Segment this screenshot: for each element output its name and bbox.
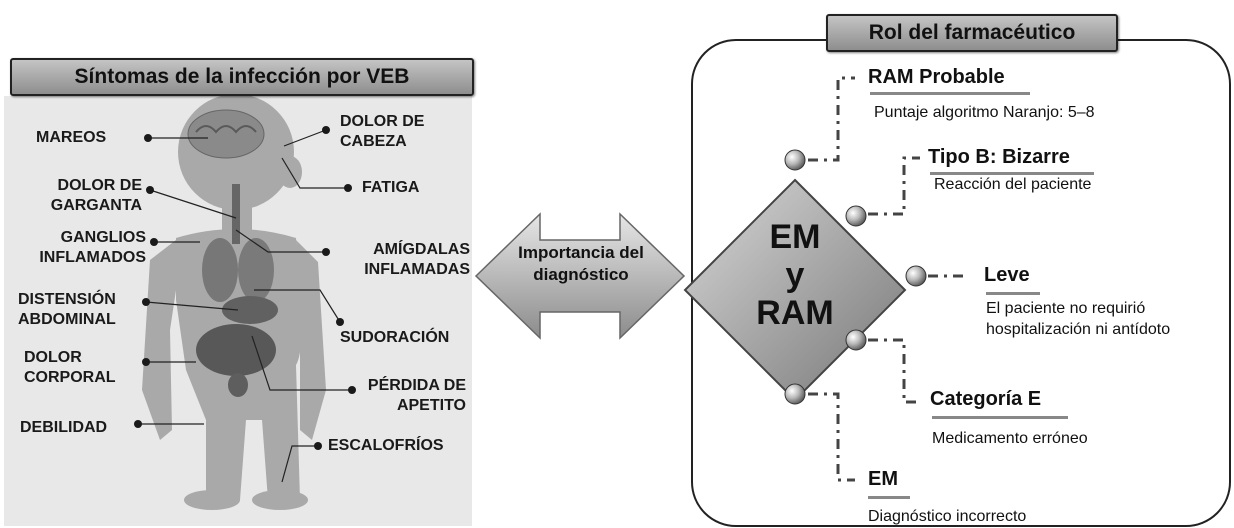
symptom-leaders bbox=[138, 129, 352, 483]
item-ram-probable-detail: Puntaje algoritmo Naranjo: 5–8 bbox=[874, 104, 1095, 121]
symptom-dolor-cabeza: DOLOR DE CABEZA bbox=[340, 113, 425, 150]
symptom-dolor-garganta: DOLOR DE GARGANTA bbox=[50, 177, 142, 214]
diamond-line-3: RAM bbox=[756, 294, 834, 332]
symptom-escalofrios: ESCALOFRÍOS bbox=[328, 437, 444, 454]
item-leve-underline bbox=[986, 292, 1040, 295]
item-em-underline bbox=[868, 496, 910, 499]
symptom-perdida: PÉRDIDA DE APETITO bbox=[367, 377, 466, 414]
diamond-line-1: EM bbox=[769, 218, 821, 256]
symptom-ganglios: GANGLIOS INFLAMADOS bbox=[39, 229, 146, 266]
item-categoria-e-underline bbox=[932, 416, 1068, 419]
diamond-line-2: y bbox=[785, 256, 805, 294]
symptom-distension: DISTENSIÓN ABDOMINAL bbox=[18, 291, 116, 328]
symptoms-title: Síntomas de la infección por VEB bbox=[10, 58, 474, 96]
item-leve-detail: El paciente no requirió hospitalización … bbox=[986, 300, 1171, 338]
item-ram-probable-heading: RAM Probable bbox=[868, 66, 1005, 88]
connector-lines bbox=[808, 76, 966, 482]
item-tipo-b-heading: Tipo B: Bizarre bbox=[928, 146, 1070, 168]
symptom-debilidad: DEBILIDAD bbox=[20, 419, 108, 436]
symptom-mareos: MAREOS bbox=[36, 129, 107, 146]
connector-balls bbox=[784, 149, 927, 405]
symptom-sudoracion: SUDORACIÓN bbox=[340, 329, 450, 346]
symptom-amigdalas: AMÍGDALAS INFLAMADAS bbox=[364, 241, 470, 278]
item-em-heading: EM bbox=[868, 468, 898, 490]
item-ram-probable-underline bbox=[870, 92, 1030, 95]
diamond-label: EM y RAM bbox=[745, 218, 845, 332]
symptom-dolor-corporal: DOLOR CORPORAL bbox=[24, 349, 116, 386]
arrow-label: Importancia del diagnóstico bbox=[518, 243, 644, 284]
item-categoria-e-heading: Categoría E bbox=[930, 388, 1042, 410]
item-leve-heading: Leve bbox=[984, 264, 1030, 286]
double-arrow-icon bbox=[474, 212, 686, 340]
brain-icon bbox=[187, 109, 265, 159]
item-categoria-e-detail: Medicamento erróneo bbox=[932, 430, 1088, 447]
symptom-fatiga: FATIGA bbox=[362, 179, 420, 196]
symptom-dots bbox=[134, 126, 356, 450]
pharmacist-title: Rol del farmacéutico bbox=[826, 14, 1118, 52]
item-tipo-b-detail: Reacción del paciente bbox=[934, 176, 1092, 193]
organs-illustration bbox=[196, 184, 278, 397]
item-em-detail: Diagnóstico incorrecto bbox=[868, 508, 1027, 525]
item-tipo-b-underline bbox=[930, 172, 1094, 175]
